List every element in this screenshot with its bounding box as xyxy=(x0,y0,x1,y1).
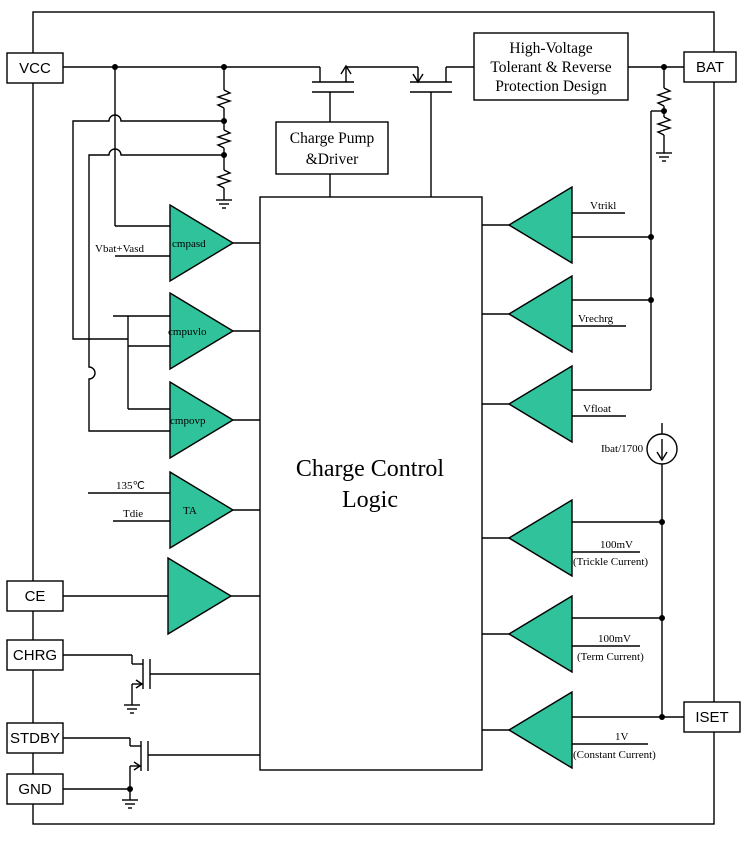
logic-line1: Charge Control xyxy=(296,456,445,482)
ibat-label: Ibat/1700 xyxy=(601,443,644,455)
charge-pump-block: Charge Pump &Driver xyxy=(275,121,389,175)
pin-chrg: CHRG xyxy=(6,639,64,671)
pin-stdby: STDBY xyxy=(6,722,64,754)
comparator-vtrikl xyxy=(507,185,573,265)
logic-line2: Logic xyxy=(342,487,398,513)
ground-icon xyxy=(216,199,232,209)
resistor-icon xyxy=(215,89,233,109)
ta-input-temp: 135℃ xyxy=(116,480,145,492)
protection-line3: Protection Design xyxy=(495,78,607,95)
nmos-stdby xyxy=(130,741,149,771)
comparator-trickle-current xyxy=(507,498,573,578)
term-ref-value: 100mV xyxy=(598,633,631,645)
vrechrg-label: Vrechrg xyxy=(578,313,614,325)
cmpasd-label: cmpasd xyxy=(172,238,206,250)
junction-dot xyxy=(112,64,118,70)
trickle-ref-value: 100mV xyxy=(600,539,633,551)
junction-dot xyxy=(659,519,665,525)
comparator-vfloat xyxy=(507,364,573,444)
protection-block: High-Voltage Tolerant & Reverse Protecti… xyxy=(473,32,629,101)
pin-stdby-label: STDBY xyxy=(10,730,60,747)
pin-chrg-label: CHRG xyxy=(13,647,57,664)
pin-iset-label: ISET xyxy=(695,709,728,726)
charge-pump-line2: &Driver xyxy=(306,151,359,168)
cmpovp-label: cmpovp xyxy=(170,415,206,427)
pin-vcc-label: VCC xyxy=(19,60,51,77)
ta-label: TA xyxy=(183,505,197,517)
protection-line2: Tolerant & Reverse xyxy=(490,59,611,76)
uvlo-tap-wire xyxy=(72,114,224,340)
comparator-constant-current xyxy=(507,690,573,770)
ground-icon xyxy=(656,152,672,162)
ground-icon xyxy=(124,704,140,714)
ovp-tap-wire xyxy=(88,148,224,432)
charge-control-logic-block: Charge Control Logic xyxy=(259,196,483,771)
vtrikl-label: Vtrikl xyxy=(590,200,616,212)
junction-dot xyxy=(648,234,654,240)
trickle-ref-desc: (Trickle Current) xyxy=(573,556,648,568)
junction-dot xyxy=(659,615,665,621)
cmpuvlo-label: cmpuvlo xyxy=(168,326,207,338)
ground-icon xyxy=(122,799,138,809)
cc-ref-value: 1V xyxy=(615,731,629,743)
pin-ce: CE xyxy=(6,580,64,612)
cc-ref-desc: (Constant Current) xyxy=(573,749,656,761)
resistor-icon xyxy=(655,116,673,136)
pin-vcc: VCC xyxy=(6,52,64,84)
comparator-vrechrg xyxy=(507,274,573,354)
pin-gnd-label: GND xyxy=(18,781,52,798)
junction-dot xyxy=(648,297,654,303)
junction-dot xyxy=(127,786,133,792)
pin-bat-label: BAT xyxy=(696,59,724,76)
pin-bat: BAT xyxy=(683,51,737,83)
pmos-switch-left xyxy=(312,64,354,93)
resistor-icon xyxy=(655,87,673,107)
resistor-icon xyxy=(215,129,233,149)
junction-dot xyxy=(659,714,665,720)
comparator-term-current xyxy=(507,594,573,674)
pin-iset: ISET xyxy=(683,701,741,733)
pin-ce-label: CE xyxy=(25,588,46,605)
term-ref-desc: (Term Current) xyxy=(577,651,644,663)
vfloat-label: Vfloat xyxy=(583,403,611,415)
junction-dot xyxy=(661,108,667,114)
comparator-cmpovp: cmpovp xyxy=(169,380,235,460)
protection-line1: High-Voltage xyxy=(509,40,592,57)
resistor-icon xyxy=(215,169,233,189)
comparator-cmpasd: cmpasd xyxy=(169,203,235,283)
ta-input-tdie: Tdie xyxy=(123,508,143,520)
charge-pump-line1: Charge Pump xyxy=(290,130,375,147)
comparator-cmpuvlo: cmpuvlo xyxy=(168,291,235,371)
pin-gnd: GND xyxy=(6,773,64,805)
current-source-icon xyxy=(646,433,678,465)
comparator-ta: TA xyxy=(169,470,235,550)
cmpasd-input-label: Vbat+Vasd xyxy=(95,243,144,255)
